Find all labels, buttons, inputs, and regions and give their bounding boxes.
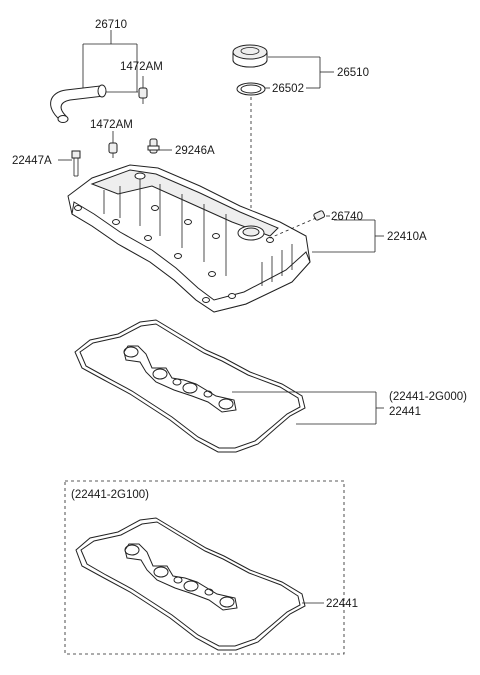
hose-clamp-top xyxy=(138,87,148,104)
leader-22410a xyxy=(312,219,384,253)
leader-22441-top xyxy=(232,391,384,425)
label-1472am-bottom: 1472AM xyxy=(90,119,133,131)
leader-26510 xyxy=(268,56,334,89)
cylinder-head-cover xyxy=(67,164,311,313)
leader-26710 xyxy=(82,30,138,93)
label-26510: 26510 xyxy=(337,67,369,79)
head-cover-gasket-top xyxy=(74,319,306,453)
label-22441-2g000: (22441-2G000) xyxy=(389,391,467,403)
head-cover-gasket-bottom xyxy=(75,517,306,651)
label-22441-2g100: (22441-2G100) xyxy=(71,489,149,501)
oil-filler-cap xyxy=(232,44,268,68)
label-26710: 26710 xyxy=(95,19,127,31)
label-22441-top: 22441 xyxy=(389,406,421,418)
hose-clamp-bottom xyxy=(108,142,118,158)
fitting-centerline xyxy=(269,217,317,239)
label-22410a: 22410A xyxy=(387,231,427,243)
breather-hose-26710 xyxy=(50,84,107,123)
cap-gasket xyxy=(236,82,266,96)
label-26502: 26502 xyxy=(272,83,304,95)
label-22447a: 22447A xyxy=(12,155,52,167)
label-22441-bottom: 22441 xyxy=(326,598,358,610)
fitting-26740 xyxy=(313,210,326,221)
option-box-22441-2g100 xyxy=(64,480,345,655)
pcv-valve xyxy=(147,138,160,154)
label-26740: 26740 xyxy=(331,211,363,223)
label-1472am-top: 1472AM xyxy=(120,61,163,73)
label-29246a: 29246A xyxy=(175,145,215,157)
cover-bolt xyxy=(71,150,81,177)
